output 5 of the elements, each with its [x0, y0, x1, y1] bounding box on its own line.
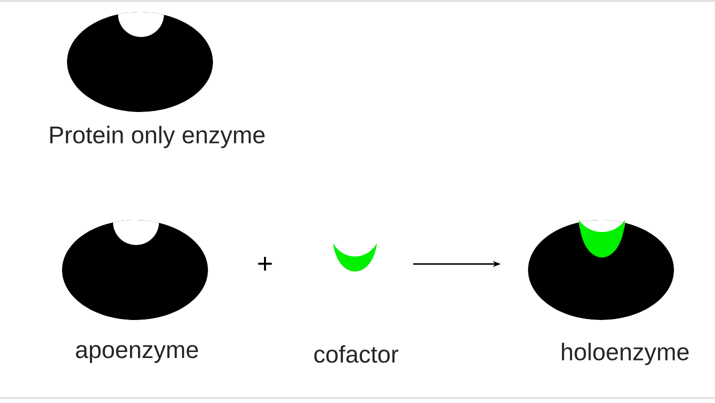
node-label: Protein only enzyme — [50, 126, 265, 148]
node-label: cofactor — [314, 345, 398, 363]
node-label: holoenzyme — [562, 342, 689, 366]
plus-sign: + — [258, 256, 272, 271]
node-label: apoenzyme — [76, 345, 198, 363]
